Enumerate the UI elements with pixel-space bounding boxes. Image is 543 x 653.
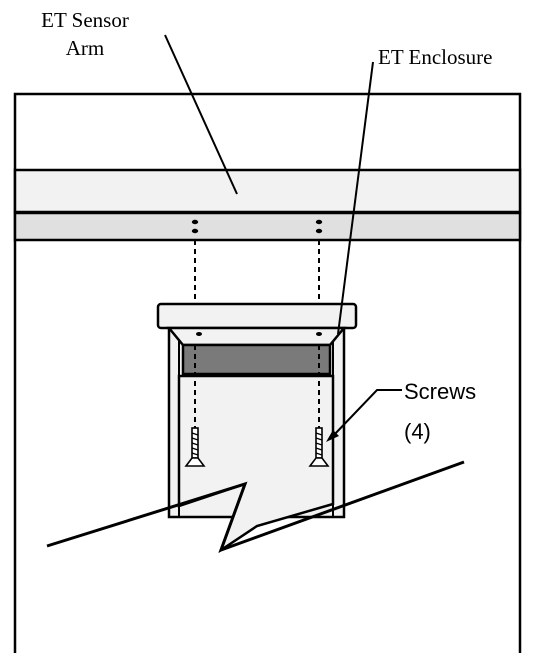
arm-screw-holes	[191, 219, 323, 234]
leader-enclosure	[337, 61, 374, 335]
leader-sensor-arm	[164, 34, 238, 195]
sensor-arm-lower	[13, 211, 522, 242]
cutaway-break-line	[46, 460, 465, 553]
leader-screws	[332, 389, 402, 437]
sensor-arm-upper	[13, 168, 522, 214]
label-enclosure: ET Enclosure	[378, 45, 493, 69]
enclosure-neck	[166, 326, 347, 347]
enclosure-cap	[156, 302, 358, 330]
screw-alignment-lines	[194, 240, 320, 428]
label-screws-line1: Screws	[404, 379, 476, 404]
screw-right	[308, 427, 330, 467]
label-screws-line2: (4)	[404, 419, 431, 444]
screw-left	[184, 427, 206, 467]
enclosure-gasket	[181, 343, 332, 376]
label-sensor-arm-line1: ET Sensor	[41, 8, 129, 32]
leader-screws-arrowhead	[326, 430, 339, 442]
label-sensor-arm-line2: Arm	[66, 36, 105, 60]
